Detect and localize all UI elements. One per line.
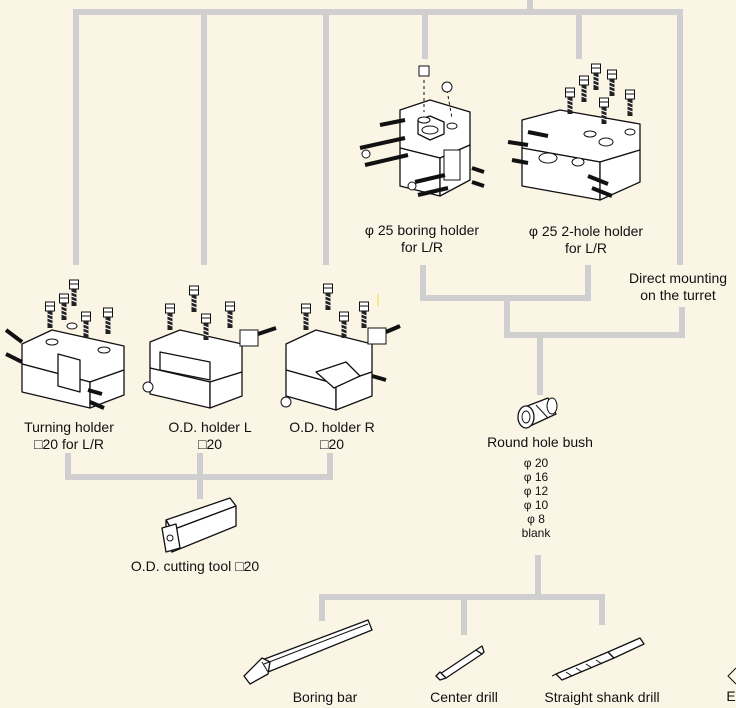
two-hole-holder-label: φ 25 2-hole holder for L/R xyxy=(512,223,660,257)
direct-mounting-label-line1: Direct mounting xyxy=(620,270,736,287)
boring-bar-label: Boring bar xyxy=(270,689,380,706)
straight-shank-drill-icon xyxy=(552,638,644,680)
bush-size-10: φ 10 xyxy=(506,498,566,512)
two-hole-holder-label-line1: φ 25 2-hole holder xyxy=(512,223,660,240)
turning-holder-label-line1: Turning holder xyxy=(8,419,130,436)
bush-size-12: φ 12 xyxy=(506,484,566,498)
direct-mounting-label-line2: on the turret xyxy=(620,287,736,304)
turning-holder-label: Turning holder □20 for L/R xyxy=(8,419,130,453)
bush-sizes-list: φ 20 φ 16 φ 12 φ 10 φ 8 blank xyxy=(506,456,566,540)
center-drill-icon xyxy=(436,646,484,680)
boring-holder-label: φ 25 boring holder for L/R xyxy=(352,222,492,256)
bush-size-blank: blank xyxy=(506,526,566,540)
turning-holder-label-line2: □20 for L/R xyxy=(8,436,130,453)
od-cutting-tool-label: O.D. cutting tool □20 xyxy=(110,558,280,575)
straight-shank-drill-label: Straight shank drill xyxy=(530,689,674,706)
boring-holder-icon xyxy=(360,66,484,196)
edge-fragment-icon xyxy=(728,668,736,684)
boring-bar-icon xyxy=(244,620,372,684)
boring-holder-label-line2: for L/R xyxy=(352,239,492,256)
od-cutting-tool-icon xyxy=(162,498,236,552)
od-holder-l-label: O.D. holder L □20 xyxy=(150,419,270,453)
od-holder-l-label-line2: □20 xyxy=(150,436,270,453)
turning-holder-icon xyxy=(6,280,124,408)
od-holder-r-label-line1: O.D. holder R xyxy=(272,419,392,436)
od-holder-l-icon xyxy=(143,286,276,408)
connector-lines xyxy=(68,0,682,632)
bush-size-8: φ 8 xyxy=(506,512,566,526)
boring-holder-label-line1: φ 25 boring holder xyxy=(352,222,492,239)
edge-fragment-label: E xyxy=(726,688,736,705)
two-hole-holder-label-line2: for L/R xyxy=(512,240,660,257)
od-holder-l-label-line1: O.D. holder L xyxy=(150,419,270,436)
direct-mounting-label: Direct mounting on the turret xyxy=(620,270,736,304)
round-hole-bush-icon xyxy=(518,398,557,428)
od-holder-r-label-line2: □20 xyxy=(272,436,392,453)
center-drill-label: Center drill xyxy=(414,689,514,706)
bush-size-16: φ 16 xyxy=(506,470,566,484)
bush-size-20: φ 20 xyxy=(506,456,566,470)
round-hole-bush-label: Round hole bush xyxy=(470,434,610,451)
od-holder-r-label: O.D. holder R □20 xyxy=(272,419,392,453)
od-holder-r-icon xyxy=(281,284,400,410)
two-hole-holder-icon xyxy=(508,64,640,200)
